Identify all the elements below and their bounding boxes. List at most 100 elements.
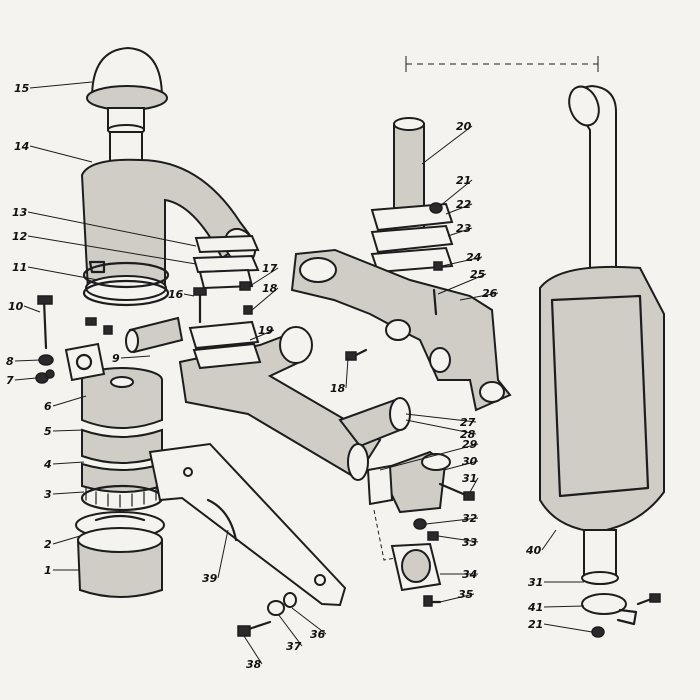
callout-number: 41: [527, 601, 543, 614]
callout-number: 3: [44, 488, 52, 501]
callout-leader: [249, 329, 275, 341]
callout-31b: 31: [528, 576, 584, 589]
callout-31a: 31: [462, 472, 479, 493]
callout-number: 27: [460, 416, 476, 429]
oil-bowl: [75, 511, 165, 598]
callout-number: 25: [470, 268, 486, 281]
callout-20: 20: [421, 120, 473, 165]
callout-number: 18: [262, 282, 278, 295]
callout-leader: [52, 535, 81, 545]
callout-leader: [445, 203, 473, 215]
callout-leader: [217, 529, 229, 579]
callout-36: 36: [291, 607, 327, 641]
callout-number: 2: [44, 538, 52, 551]
callout-15: 15: [14, 81, 93, 95]
callout-number: 5: [44, 425, 52, 438]
callout-leader: [439, 179, 473, 207]
callout-number: 18: [330, 382, 346, 395]
callout-33: 33: [437, 535, 479, 549]
callout-leader: [14, 377, 37, 381]
callout-number: 8: [6, 355, 14, 368]
callout-number: 22: [456, 198, 472, 211]
callout-number: 28: [460, 428, 476, 441]
callout-34: 34: [440, 568, 478, 581]
callout-leader: [447, 227, 473, 237]
callout-number: 38: [246, 658, 262, 671]
callout-leader: [441, 256, 483, 267]
callout-number: 16: [168, 288, 184, 301]
callout-leader: [459, 292, 499, 301]
callout-leader: [29, 145, 93, 163]
callout-leader: [437, 273, 487, 295]
callout-5: 5: [44, 425, 85, 438]
callout-leader: [23, 305, 41, 313]
callout-leader: [345, 357, 349, 389]
exhaust-manifold-assembly: [290, 117, 512, 412]
callout-19: 19: [249, 324, 275, 341]
filter-element-stack: [80, 367, 164, 512]
callout-number: 7: [6, 374, 14, 387]
callout-18b: 18: [330, 357, 349, 395]
callout-leader: [243, 635, 263, 665]
callout-leader: [405, 413, 477, 423]
callout-41: 41: [527, 601, 585, 614]
callout-leader: [379, 443, 479, 471]
callout-leader: [14, 359, 41, 362]
callout-leader: [469, 477, 479, 493]
callout-number: 21: [456, 174, 471, 187]
callout-3: 3: [44, 488, 85, 501]
callout-leader: [27, 235, 197, 265]
callout-leader: [52, 491, 85, 495]
callout-number: 31: [528, 576, 543, 589]
callout-40: 40: [525, 529, 557, 557]
callout-number: 12: [12, 230, 28, 243]
callout-number: 13: [12, 206, 28, 219]
callout-leader: [27, 211, 197, 247]
callout-27: 27: [405, 413, 477, 429]
callout-14: 14: [14, 140, 93, 163]
mounting-bracket: [148, 442, 347, 607]
air-cleaner-assembly: [35, 46, 260, 598]
callout-16: 16: [168, 288, 195, 301]
clamp: [581, 593, 661, 638]
callout-number: 34: [462, 568, 477, 581]
callout-leader: [52, 429, 85, 432]
callout-leader: [52, 461, 85, 465]
intake-pipe-assembly: [125, 281, 475, 607]
callout-12: 12: [12, 230, 197, 265]
callout-number: 32: [462, 512, 478, 525]
callout-leader: [421, 125, 473, 165]
callout-leader: [443, 460, 479, 471]
small-nuts: [35, 354, 55, 384]
callout-leader: [52, 395, 87, 407]
callout-21b: 21: [528, 618, 593, 633]
callout-leader: [27, 266, 99, 281]
fasteners-bottom: [237, 592, 297, 637]
callout-number: 9: [112, 352, 120, 365]
callout-leader: [543, 605, 585, 608]
callout-leader: [425, 517, 479, 525]
callout-labels: 1514131211108765432191617181918202122232…: [6, 81, 593, 671]
callout-leader: [120, 355, 151, 359]
callout-number: 33: [462, 536, 478, 549]
gasket-plate: [64, 317, 113, 382]
air-cleaner-cap: [86, 46, 168, 136]
callout-13: 13: [12, 206, 197, 247]
callout-number: 19: [258, 324, 274, 337]
callout-29: 29: [379, 438, 479, 471]
callout-number: 35: [458, 588, 474, 601]
callout-number: 40: [525, 544, 542, 557]
callout-6: 6: [44, 395, 87, 413]
callout-number: 1: [44, 564, 52, 577]
callout-leader: [439, 593, 475, 603]
callout-32: 32: [425, 512, 479, 525]
callout-4: 4: [43, 458, 85, 471]
callout-leader: [29, 81, 93, 89]
callout-38: 38: [243, 635, 263, 671]
callout-number: 17: [262, 262, 278, 275]
callout-number: 24: [466, 251, 481, 264]
callout-24: 24: [441, 251, 483, 267]
callout-28: 28: [405, 419, 477, 441]
callout-leader: [541, 529, 557, 551]
